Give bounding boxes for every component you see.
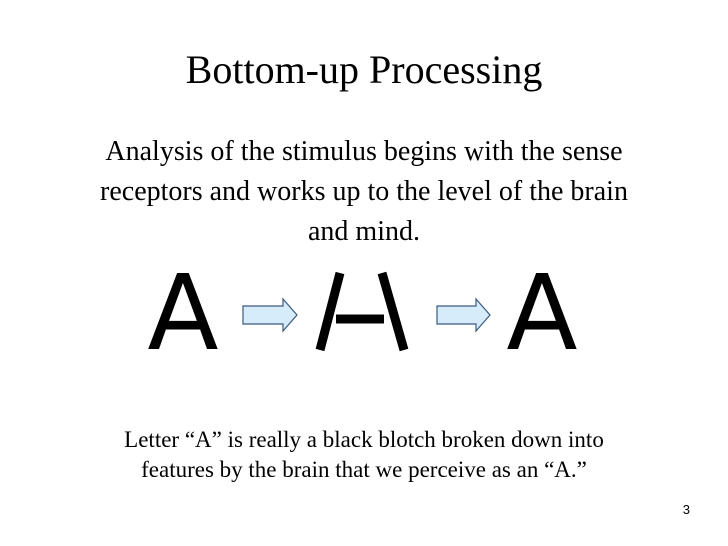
- caption: Letter “A” is really a black blotch brok…: [60, 425, 668, 485]
- body-text: Analysis of the stimulus begins with the…: [40, 132, 688, 252]
- slide-title: Bottom-up Processing: [185, 47, 543, 92]
- stage-perceived-a: A: [506, 255, 577, 365]
- caption-line-2: features by the brain that we perceive a…: [141, 457, 587, 482]
- stage-letter-a: A: [147, 255, 218, 365]
- feature-right-diagonal: [377, 271, 409, 352]
- arrow-1: [242, 297, 298, 333]
- body-line-3: and mind.: [308, 216, 420, 247]
- feature-left-diagonal: [315, 271, 345, 352]
- letter-a-glyph-1: A: [147, 255, 218, 365]
- body-line-1: Analysis of the stimulus begins with the…: [105, 136, 623, 167]
- letter-a-glyph-2: A: [506, 255, 577, 365]
- slide-number: 3: [682, 502, 690, 517]
- arrow-right-icon: [242, 297, 298, 333]
- arrow-right-icon: [436, 297, 491, 333]
- letter-processing-diagram: A A: [147, 255, 577, 365]
- caption-line-1: Letter “A” is really a black blotch brok…: [124, 427, 604, 452]
- stage-letter-features: [315, 271, 409, 352]
- body-line-2: receptors and works up to the level of t…: [100, 176, 628, 207]
- arrow-2: [436, 297, 491, 333]
